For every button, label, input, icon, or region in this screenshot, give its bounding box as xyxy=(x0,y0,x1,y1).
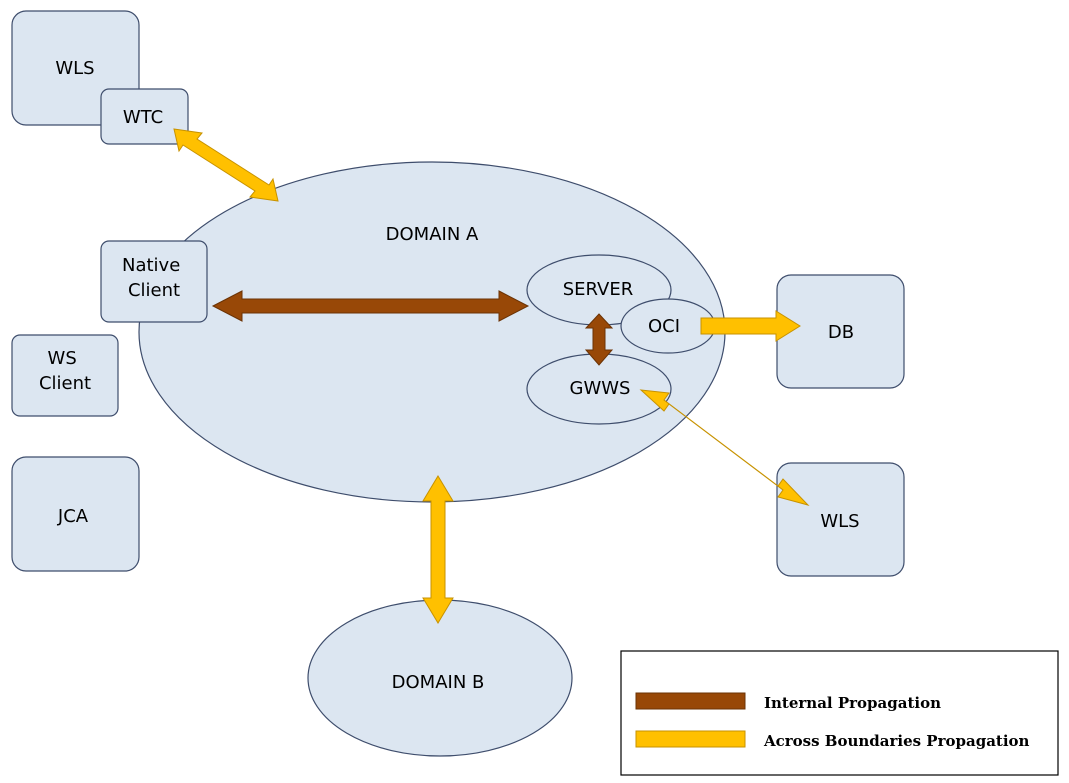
domain-a-domain-b-arrow xyxy=(422,475,454,624)
wtc-label: WTC xyxy=(123,107,163,128)
domain-b-label: DOMAIN B xyxy=(392,672,485,693)
domain-a-label: DOMAIN A xyxy=(386,224,479,245)
jca-box xyxy=(11,456,140,572)
oci-db-arrow xyxy=(700,310,801,342)
legend-internal-swatch xyxy=(635,692,746,710)
wls-right-label: WLS xyxy=(820,511,859,532)
native-server-arrow xyxy=(211,290,530,322)
ws-client-line2: Client xyxy=(39,373,91,394)
oci-label: OCI xyxy=(648,316,680,337)
ws-client-box xyxy=(11,334,119,417)
native-client-line2: Client xyxy=(128,280,180,301)
wls-top-label: WLS xyxy=(55,58,94,79)
wtc-domain-a-arrow xyxy=(173,128,279,202)
legend-across-label: Across Boundaries Propagation xyxy=(763,732,1030,750)
native-client-label: Native Client xyxy=(122,255,186,301)
native-client-line1: Native xyxy=(122,255,180,276)
db-label: DB xyxy=(828,322,854,343)
server-label: SERVER xyxy=(563,279,634,300)
wls-right-box xyxy=(776,462,905,577)
legend-internal-label: Internal Propagation xyxy=(764,694,941,712)
wtc-box xyxy=(100,88,189,145)
legend-across-swatch xyxy=(635,730,746,748)
legend-box xyxy=(620,650,1059,776)
ws-client-line1: WS xyxy=(48,348,77,369)
gwws-wls-arrow xyxy=(639,389,810,506)
gwws-label: GWWS xyxy=(570,378,631,399)
server-gwws-arrow xyxy=(584,313,614,366)
ws-client-label: WS Client xyxy=(39,348,91,394)
native-client-box xyxy=(100,240,208,323)
jca-label: JCA xyxy=(57,506,89,527)
